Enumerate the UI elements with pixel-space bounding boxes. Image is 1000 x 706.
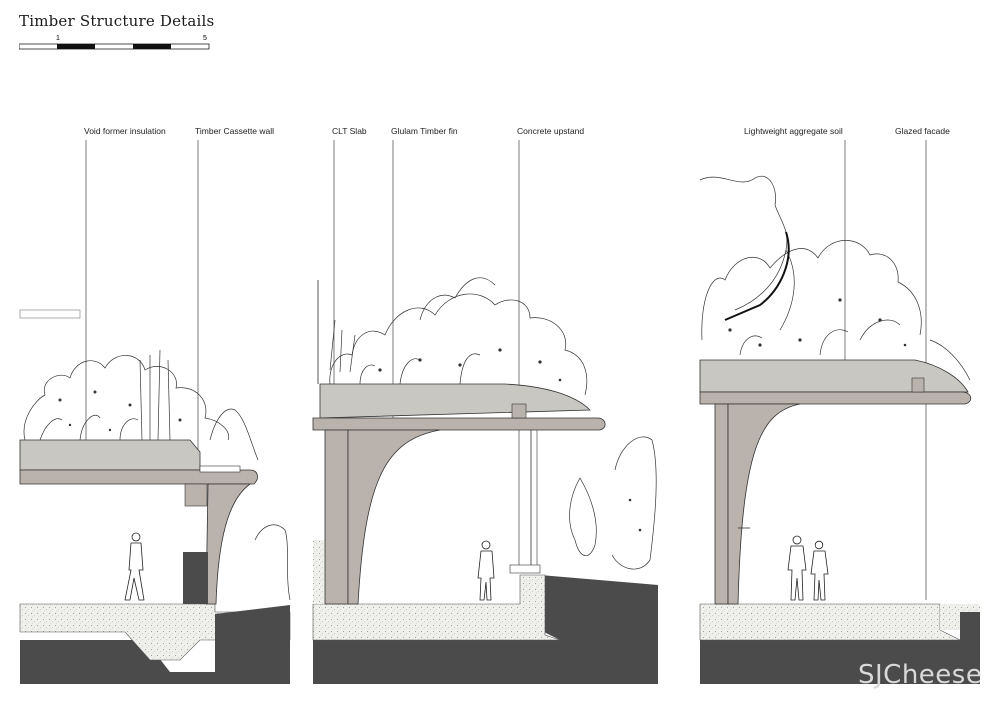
- section-panel-3: [699, 175, 980, 684]
- label-clt-slab: CLT Slab: [332, 126, 367, 136]
- label-void-former-insulation: Void former insulation: [84, 126, 166, 136]
- scale-tick-5: 5: [203, 35, 207, 42]
- label-glazed-facade: Glazed facade: [895, 126, 950, 136]
- scale-tick-1: 1: [56, 35, 60, 42]
- label-glulam-timber-fin: Glulam Timber fin: [391, 126, 458, 136]
- section-panel-2: [312, 277, 658, 684]
- scale-bar: 1 5: [19, 35, 210, 50]
- section-panel-1: [19, 309, 291, 684]
- person-figure: [477, 540, 495, 601]
- drawing-title: Timber Structure Details: [19, 12, 215, 30]
- label-timber-cassette-wall: Timber Cassette wall: [195, 126, 275, 136]
- person-figure: [124, 532, 145, 601]
- person-figure: [787, 535, 829, 601]
- watermark: SJCheese: [858, 660, 983, 690]
- label-lightweight-aggregate-soil: Lightweight aggregate soil: [744, 126, 843, 136]
- label-concrete-upstand: Concrete upstand: [517, 126, 585, 136]
